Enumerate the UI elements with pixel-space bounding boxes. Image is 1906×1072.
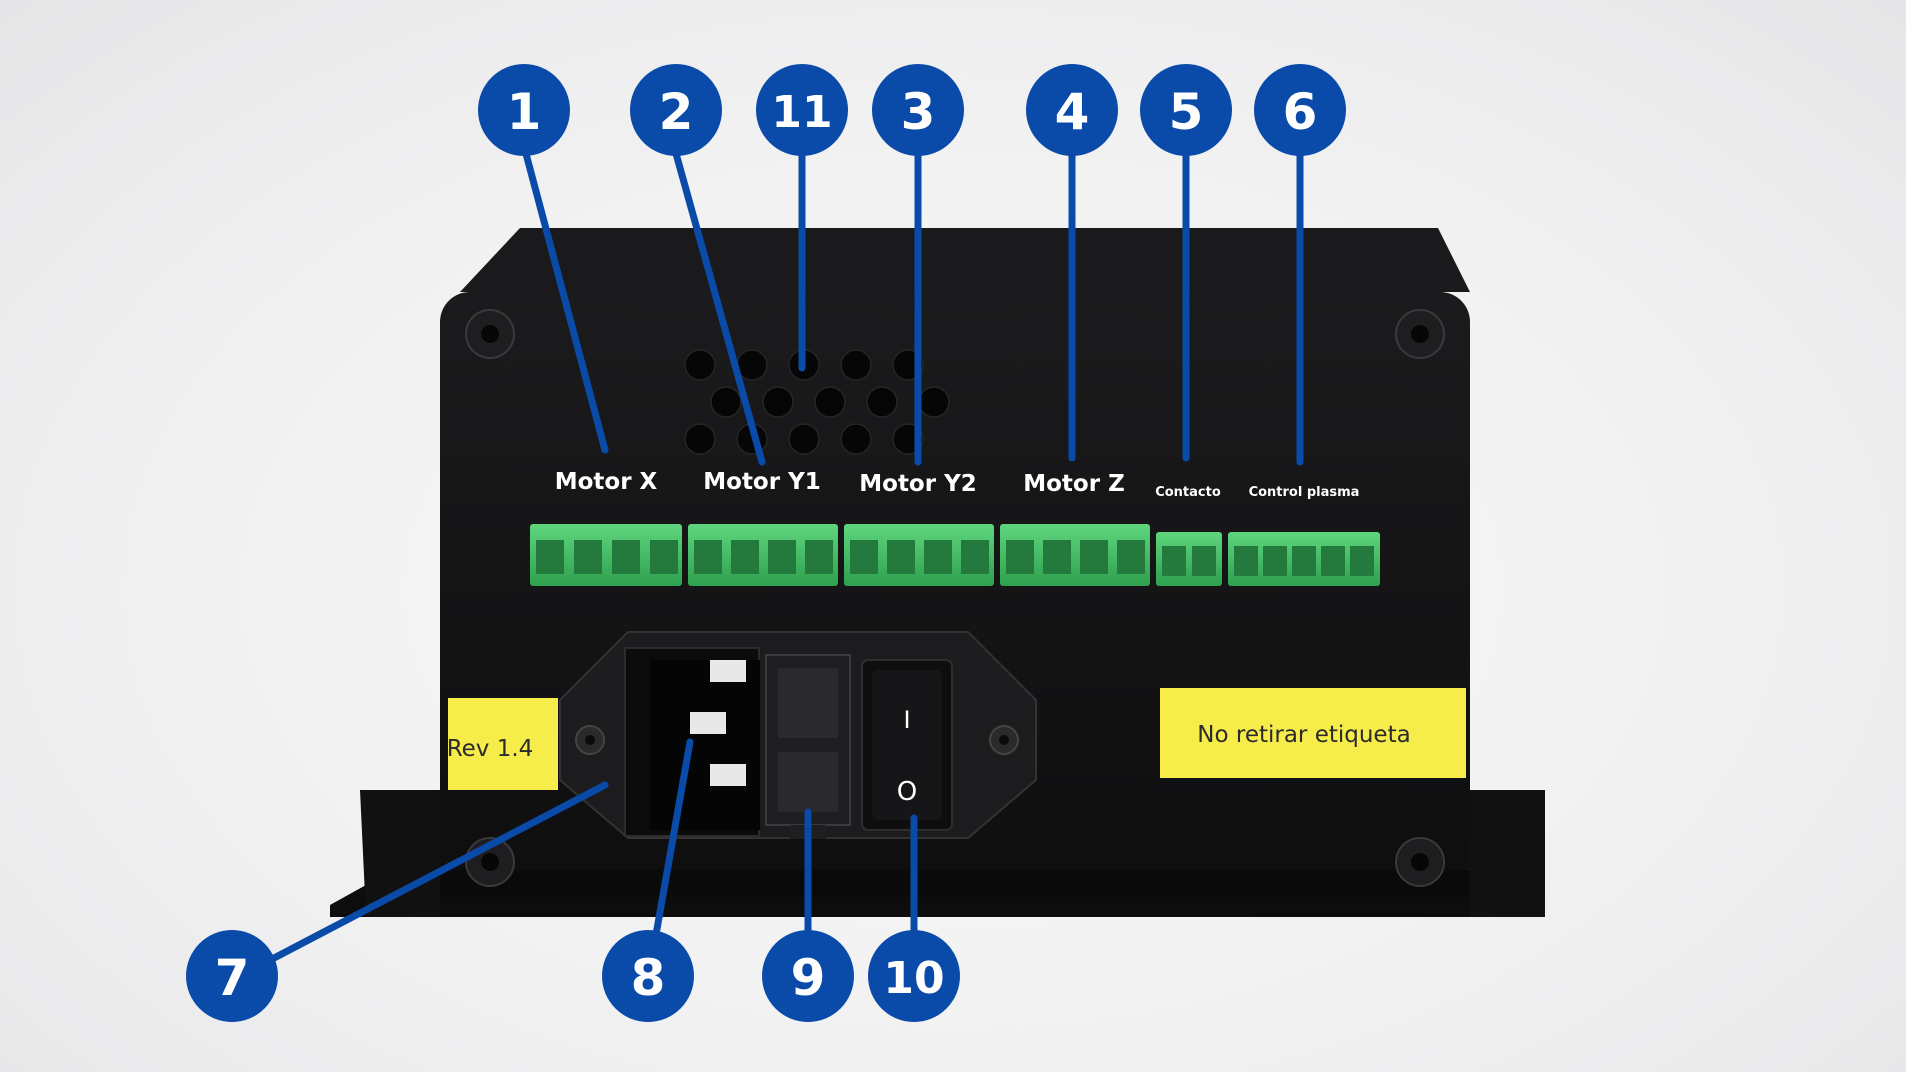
callout-4: 4 <box>1026 64 1118 156</box>
mounting-flange-right <box>1470 790 1545 917</box>
callout-10: 10 <box>868 930 960 1022</box>
power-entry-module: I O <box>559 631 1037 839</box>
callout-6: 6 <box>1254 64 1346 156</box>
leader-1 <box>521 146 609 454</box>
svg-text:8: 8 <box>631 949 666 1007</box>
svg-text:2: 2 <box>659 83 694 141</box>
svg-text:11: 11 <box>771 87 832 138</box>
terminal-blocks <box>530 524 1380 586</box>
switch-off-mark: O <box>897 777 917 807</box>
callout-5: 5 <box>1140 64 1232 156</box>
callout-2: 2 <box>630 64 722 156</box>
callouts: 1 2 11 3 4 5 6 7 <box>186 64 1346 1022</box>
label-contacto: Contacto <box>1155 485 1221 500</box>
warning-sticker <box>1160 688 1466 778</box>
terminal-motor-z[interactable] <box>1000 524 1150 586</box>
label-motor-x: Motor X <box>555 469 658 495</box>
label-control-plasma: Control plasma <box>1249 485 1360 500</box>
label-motor-z: Motor Z <box>1023 471 1125 497</box>
inlet-pin-bottom <box>710 764 746 786</box>
enclosure-top <box>460 228 1470 292</box>
terminal-contacto[interactable] <box>1156 532 1222 586</box>
power-switch[interactable]: I O <box>861 659 953 831</box>
svg-text:3: 3 <box>901 83 936 141</box>
svg-text:1: 1 <box>507 83 542 141</box>
callout-8: 8 <box>602 930 694 1022</box>
svg-text:10: 10 <box>883 953 944 1004</box>
inlet-pin-middle <box>690 712 726 734</box>
svg-text:6: 6 <box>1283 83 1318 141</box>
callout-7: 7 <box>186 930 278 1022</box>
ventilation-grille <box>684 349 950 455</box>
inlet-pin-top <box>710 660 746 682</box>
terminal-motor-x[interactable] <box>530 524 682 586</box>
callout-11: 11 <box>756 64 848 156</box>
label-motor-y1: Motor Y1 <box>703 469 821 495</box>
callout-9: 9 <box>762 930 854 1022</box>
callout-1: 1 <box>478 64 570 156</box>
mounting-flange-left <box>360 790 440 917</box>
leader-2 <box>671 146 766 466</box>
fuse-holder[interactable] <box>765 654 851 839</box>
svg-text:4: 4 <box>1055 83 1090 141</box>
leader-lines <box>228 146 1304 984</box>
revision-sticker <box>448 698 558 790</box>
warning-text: No retirar etiqueta <box>1197 722 1410 748</box>
terminal-motor-y1[interactable] <box>688 524 838 586</box>
switch-on-mark: I <box>903 706 910 734</box>
iec-power-inlet[interactable] <box>624 647 760 837</box>
label-motor-y2: Motor Y2 <box>859 471 977 497</box>
revision-text: Rev 1.4 <box>447 736 534 762</box>
terminal-motor-y2[interactable] <box>844 524 994 586</box>
svg-text:9: 9 <box>791 949 826 1007</box>
terminal-control-plasma[interactable] <box>1228 532 1380 586</box>
leader-7 <box>228 781 609 984</box>
svg-text:5: 5 <box>1169 83 1204 141</box>
callout-3: 3 <box>872 64 964 156</box>
svg-text:7: 7 <box>215 949 250 1007</box>
screws <box>465 309 1445 887</box>
